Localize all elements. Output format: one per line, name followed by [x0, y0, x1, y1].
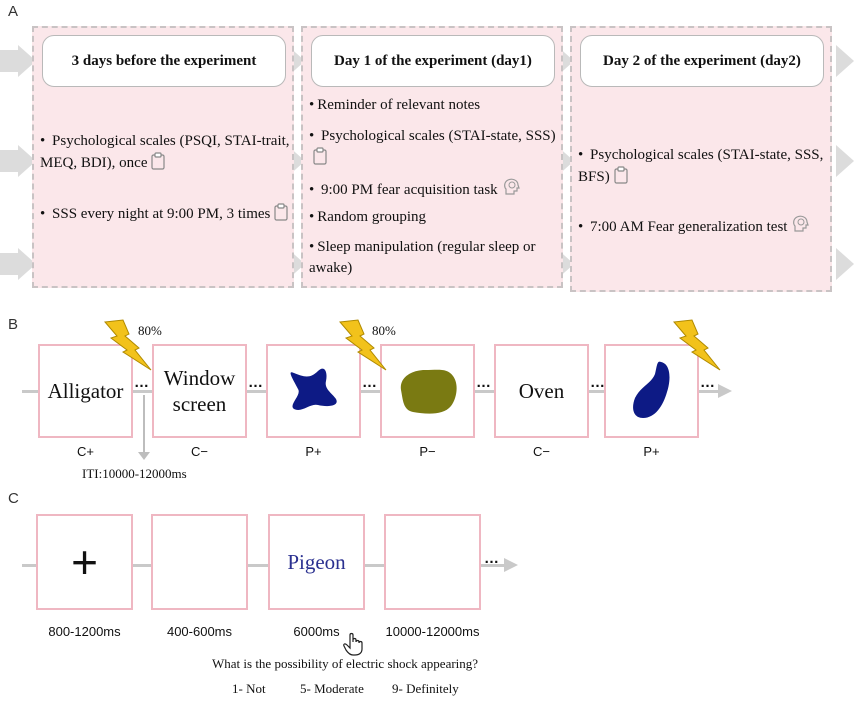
list-item: Random grouping — [309, 207, 559, 228]
list-item: Psychological scales (STAI-state, SSS) — [309, 126, 559, 172]
ellipsis: … — [590, 374, 606, 391]
navy-drop-shape — [632, 361, 669, 418]
iti-label: ITI:10000-12000ms — [82, 466, 187, 481]
stimulus-label: C+ — [77, 444, 94, 459]
shock-probability-label: 80% — [138, 323, 162, 338]
timeline-arrow-middle-left — [18, 145, 36, 177]
column-title-pre-experiment: 3 days before the experiment — [42, 35, 286, 87]
ellipsis: … — [248, 374, 264, 391]
trial-box-word: Pigeon — [268, 514, 365, 610]
stimulus-label: P+ — [305, 444, 322, 459]
stimulus-box-oven: Oven — [494, 344, 589, 438]
sequence-line-c — [22, 564, 508, 567]
clipboard-icon — [313, 147, 327, 172]
panel-letter-c: C — [8, 490, 19, 507]
sequence-arrowhead-c — [504, 558, 518, 572]
stimulus-box-shape-p-plus-2 — [604, 344, 699, 438]
timeline-arrow-bar-middle — [0, 150, 20, 172]
timeline-arrow-bar-bottom — [0, 253, 20, 275]
list-item: Sleep manipulation (regular sleep or awa… — [309, 237, 559, 279]
list-item: 7:00 AM Fear generalization test — [578, 214, 828, 241]
list-item: SSS every night at 9:00 PM, 3 times — [40, 203, 290, 228]
sequence-arrowhead-b — [718, 384, 732, 398]
list-item: 9:00 PM fear acquisition task — [309, 177, 559, 204]
column-title-day2: Day 2 of the experiment (day2) — [580, 35, 824, 87]
ellipsis: … — [476, 374, 492, 391]
stimulus-box-shape-p-plus — [266, 344, 361, 438]
duration-label: 6000ms — [293, 624, 340, 639]
head-brain-icon — [502, 177, 522, 204]
olive-blob-shape — [400, 369, 457, 414]
hand-cursor-icon — [343, 632, 363, 656]
trial-box-fixation: + — [36, 514, 133, 610]
fixation-cross: + — [71, 536, 98, 588]
list-item: Reminder of relevant notes — [309, 95, 559, 116]
lightning-bolt-icon — [339, 319, 387, 371]
ellipsis: … — [484, 550, 500, 567]
iti-pointer-arrowhead — [138, 452, 150, 460]
head-brain-icon — [791, 214, 811, 241]
duration-label: 800-1200ms — [48, 624, 121, 639]
trial-box-iti — [384, 514, 481, 610]
ellipsis: … — [700, 374, 716, 391]
timeline-arrow-bottom-right — [836, 248, 854, 280]
stimulus-label: P+ — [643, 444, 660, 459]
panel-letter-b: B — [8, 316, 19, 333]
shock-probability-label: 80% — [372, 323, 396, 338]
clipboard-icon — [151, 152, 166, 177]
stimulus-box-window-screen: Window screen — [152, 344, 247, 438]
timeline-arrow-top-right — [836, 45, 854, 77]
navy-star-shape — [290, 368, 337, 410]
rating-question: What is the possibility of electric shoc… — [212, 656, 479, 671]
column-title-day1: Day 1 of the experiment (day1) — [311, 35, 555, 87]
timeline-arrow-middle-right — [836, 145, 854, 177]
test-word: Pigeon — [287, 550, 346, 574]
list-item: Psychological scales (PSQI, STAI-trait, … — [40, 131, 290, 177]
ellipsis: … — [362, 374, 378, 391]
sequence-line-b — [22, 390, 722, 393]
trial-box-blank — [151, 514, 248, 610]
list-item: Psychological scales (STAI-state, SSS, B… — [578, 145, 828, 191]
stimulus-label: C− — [191, 444, 208, 459]
stimulus-box-shape-p-minus — [380, 344, 475, 438]
lightning-bolt-icon — [104, 319, 152, 371]
stimulus-box-alligator: Alligator — [38, 344, 133, 438]
timeline-arrow-bar-top — [0, 50, 20, 72]
duration-label: 400-600ms — [166, 624, 233, 639]
scale-anchor-high: 9- Definitely — [392, 681, 459, 696]
lightning-bolt-icon — [673, 319, 721, 371]
scale-anchor-low: 1- Not — [232, 681, 266, 696]
duration-label: 10000-12000ms — [385, 624, 480, 639]
ellipsis: … — [134, 374, 150, 391]
stimulus-label: P− — [419, 444, 436, 459]
clipboard-icon — [274, 203, 288, 228]
scale-anchor-mid: 5- Moderate — [300, 681, 364, 696]
stimulus-label: C− — [533, 444, 550, 459]
panel-letter-a: A — [8, 3, 19, 20]
iti-pointer-line — [143, 395, 145, 453]
timeline-arrow-top-left — [18, 45, 36, 77]
clipboard-icon — [614, 166, 628, 191]
timeline-arrow-bottom-left — [18, 248, 36, 280]
